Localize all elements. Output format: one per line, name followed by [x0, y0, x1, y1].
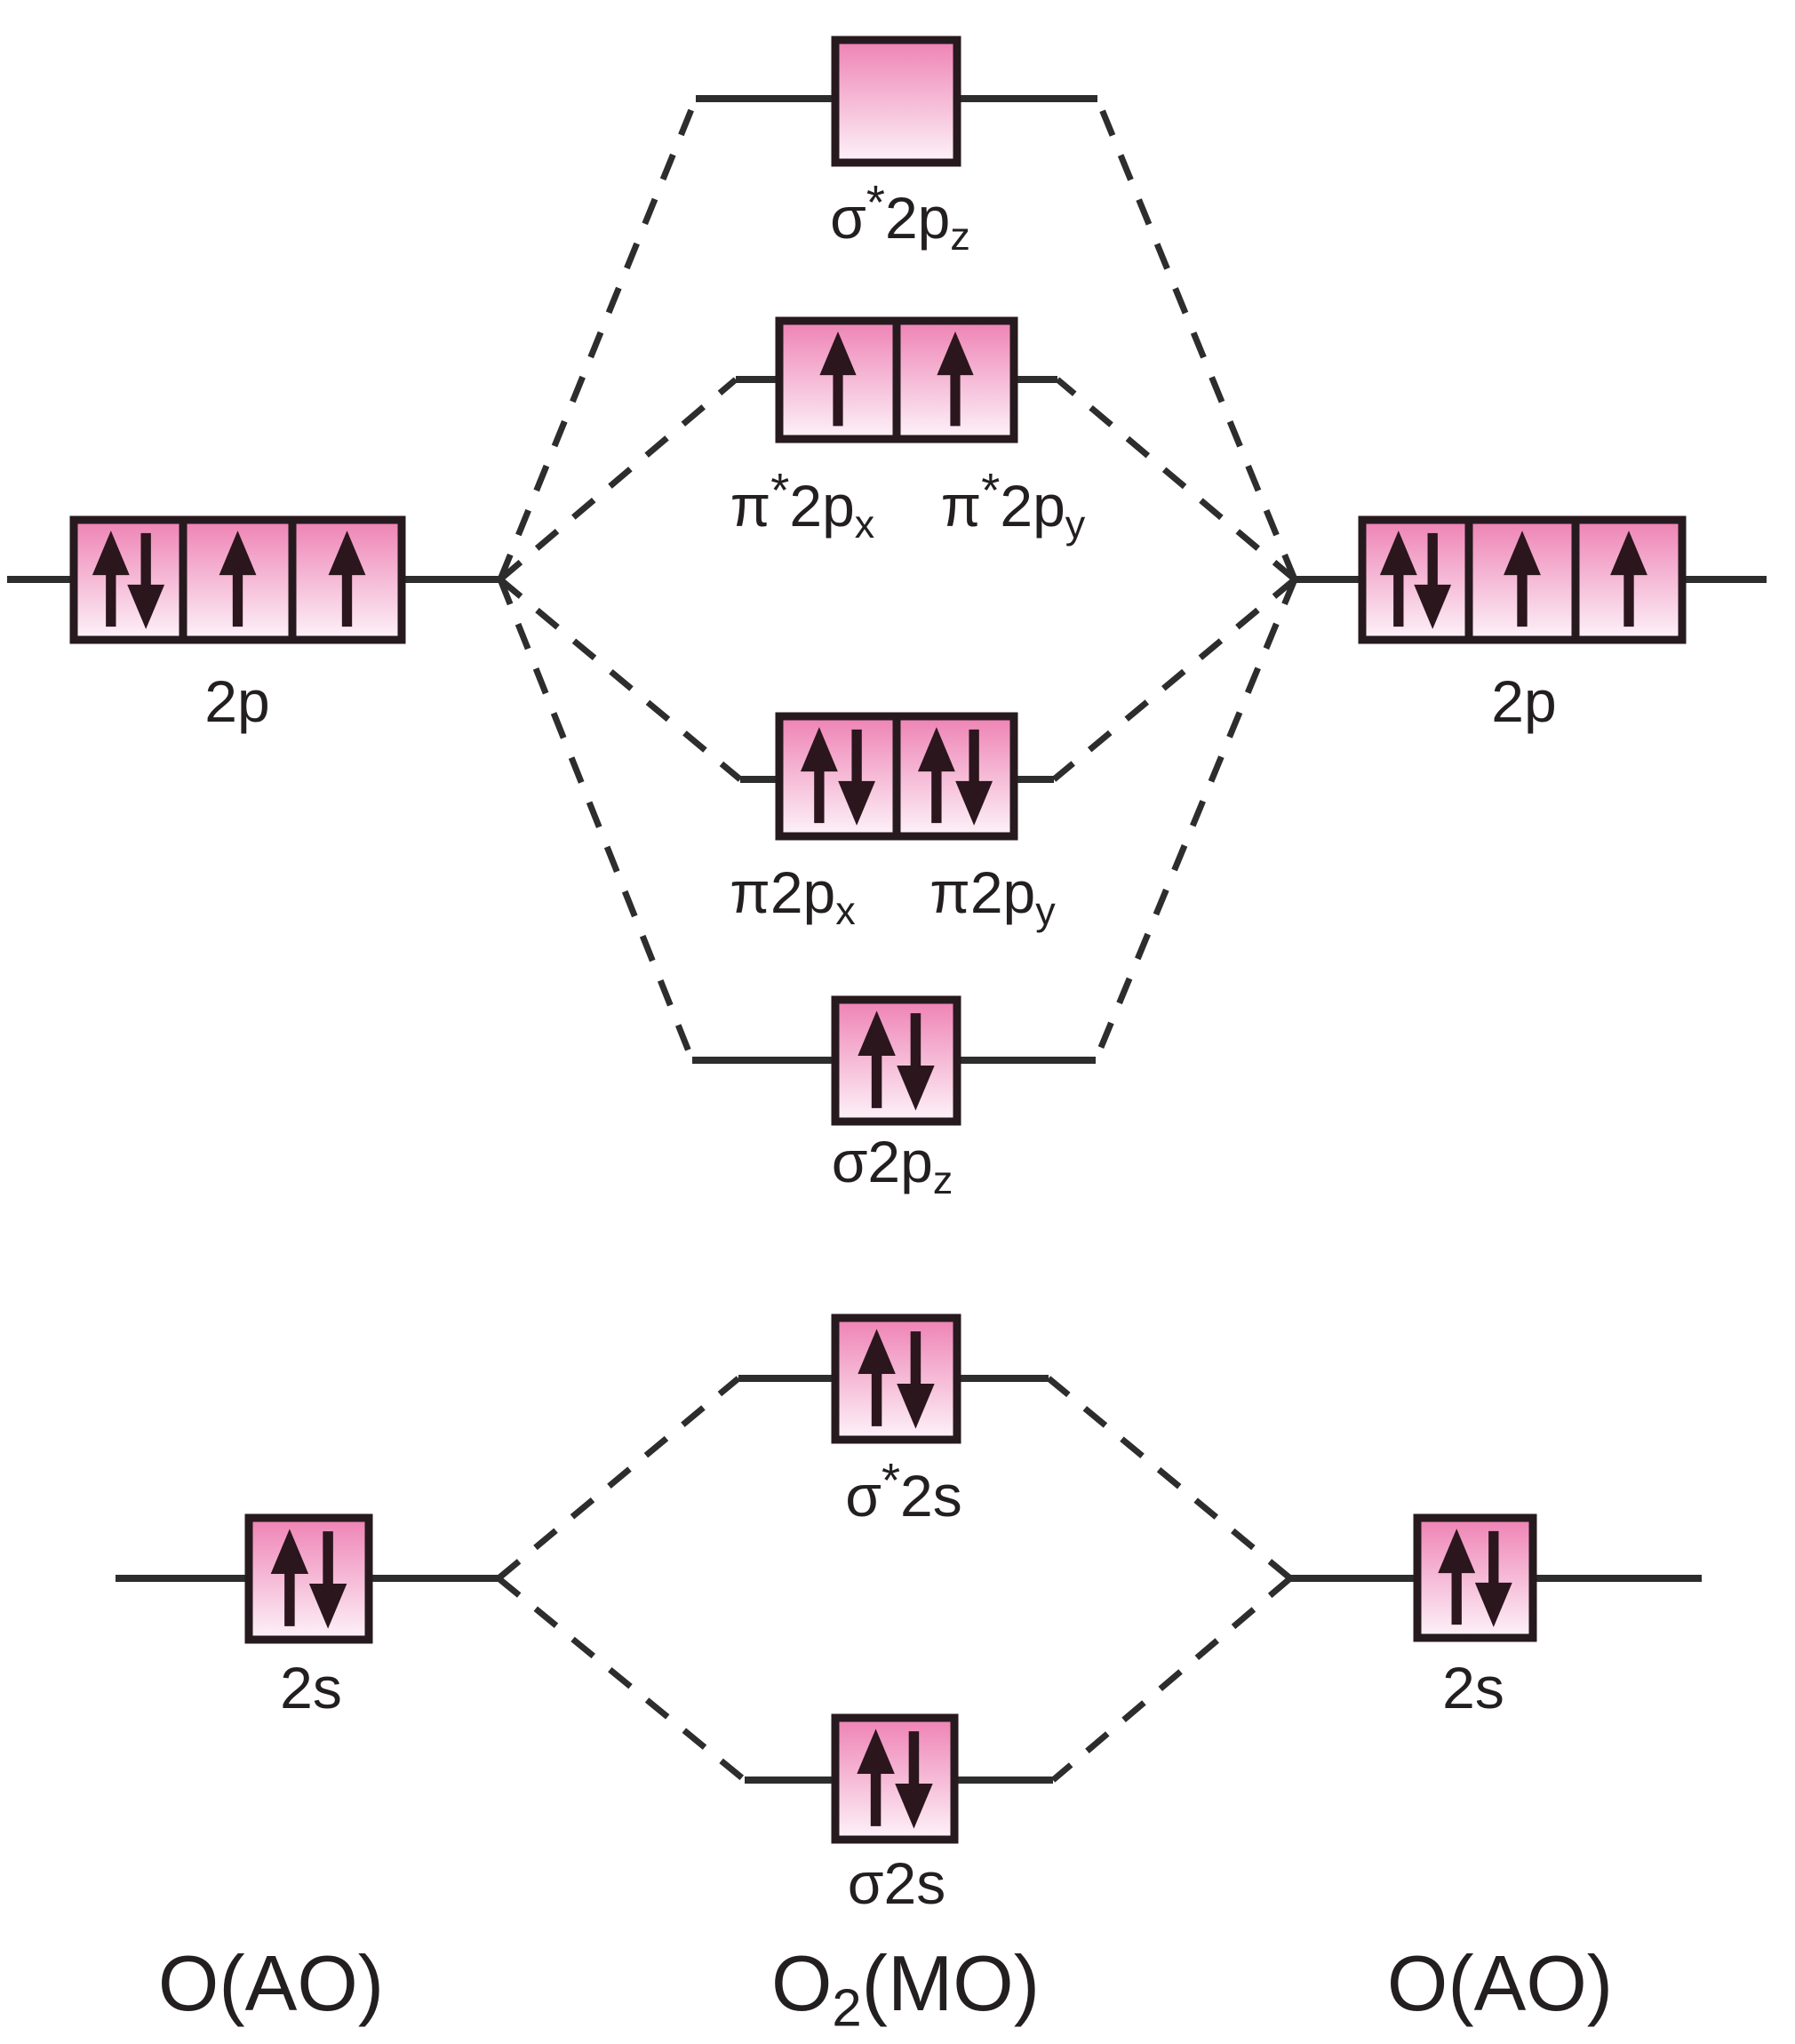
orbital-label-right-2s: 2s — [1442, 1655, 1504, 1721]
orbital-label-left-2s: 2s — [280, 1655, 342, 1721]
correlation-dashed-line-left-2s-sigma-star-2s — [496, 1376, 741, 1581]
electron-up-arrow — [857, 1729, 895, 1826]
electron-up-arrow — [800, 727, 838, 824]
correlation-dashed-line-left-2p-sigma-2pz — [497, 578, 696, 1062]
column-label-right-atom: O(AO) — [1387, 1939, 1613, 2027]
electron-down-arrow — [1414, 532, 1452, 629]
correlation-dashed-line-right-2p-sigma-star-2pz — [1094, 97, 1298, 581]
electron-up-arrow — [858, 1010, 896, 1108]
electron-up-arrow — [917, 727, 955, 824]
electron-down-arrow — [838, 729, 876, 826]
orbital-box-sigma-2pz-cell-0 — [831, 995, 961, 1126]
orbital-box-sigma-star-2s-cell-0 — [831, 1313, 961, 1444]
correlation-dashed-line-right-2s-sigma-star-2s — [1046, 1376, 1293, 1581]
orbital-label-sigma-star-2pz: σ*2pz — [830, 176, 970, 259]
orbital-label-left-2p: 2p — [204, 668, 269, 734]
electron-up-arrow — [937, 331, 974, 427]
orbital-label-pi-2p-0: π2px — [730, 859, 855, 933]
orbital-box-sigma-2s-cell-0 — [831, 1713, 959, 1844]
electron-down-arrow — [308, 1531, 347, 1629]
column-label-left-atom: O(AO) — [158, 1939, 384, 2027]
energy-level-sigma-2pz: σ2pz — [692, 995, 1096, 1202]
electron-up-arrow — [328, 531, 366, 627]
electron-up-arrow — [92, 531, 130, 627]
electron-down-arrow — [127, 532, 165, 629]
electron-up-arrow — [1610, 531, 1647, 627]
orbital-box-pi-2p-cell-1 — [892, 712, 1018, 841]
orbital-label-sigma-2s: σ2s — [848, 1850, 945, 1916]
orbital-label-sigma-2pz: σ2pz — [832, 1129, 953, 1202]
correlation-dashed-line-left-2p-pi-star-2p — [498, 377, 738, 582]
orbital-label-right-2p: 2p — [1491, 668, 1556, 734]
column-label-molecule: O2(MO) — [771, 1939, 1040, 2038]
electron-down-arrow — [895, 1731, 933, 1829]
electron-up-arrow — [219, 531, 257, 627]
energy-level-sigma-2s: σ2s — [745, 1713, 1053, 1916]
energy-level-pi-star-2p: π*2px π*2py — [730, 316, 1086, 547]
correlation-dashed-line-right-2p-pi-star-2p — [1055, 377, 1297, 582]
energy-level-sigma-star-2s: σ*2s — [738, 1313, 1049, 1529]
orbital-label-pi-star-2p-0: π*2px — [730, 464, 874, 547]
orbital-label-pi-star-2p-1: π*2py — [941, 464, 1086, 547]
energy-level-sigma-star-2pz: σ*2pz — [696, 36, 1097, 259]
correlation-dashed-line-right-2p-pi-2p — [1051, 577, 1297, 782]
correlation-dashed-line-left-2p-sigma-star-2pz — [497, 97, 699, 581]
electron-up-arrow — [1504, 531, 1541, 627]
orbital-box-left-2p-cell-0 — [69, 515, 187, 644]
correlation-dashed-line-left-2p-pi-2p — [498, 577, 743, 782]
orbital-box-sigma-star-2pz-cell-0 — [831, 36, 961, 167]
orbital-box-pi-2p-cell-0 — [775, 712, 901, 841]
orbital-box-left-2s-cell-0 — [244, 1513, 373, 1644]
orbital-label-sigma-star-2s: σ*2s — [845, 1454, 962, 1529]
electron-down-arrow — [1474, 1530, 1512, 1627]
orbital-label-pi-2p-1: π2py — [929, 859, 1056, 933]
energy-level-left-2p: 2p — [7, 515, 500, 734]
correlation-dashed-line-left-2s-sigma-2s — [496, 1576, 747, 1783]
electron-up-arrow — [1379, 531, 1417, 627]
electron-down-arrow — [897, 1331, 935, 1429]
energy-level-pi-2p: π2px π2py — [730, 712, 1056, 933]
electron-up-arrow — [858, 1329, 896, 1426]
electron-up-arrow — [819, 331, 857, 427]
electron-up-arrow — [270, 1529, 309, 1626]
electron-down-arrow — [897, 1013, 935, 1111]
energy-level-left-2s: 2s — [116, 1513, 499, 1721]
electron-up-arrow — [1438, 1529, 1476, 1625]
energy-level-right-2s: 2s — [1290, 1513, 1702, 1721]
electron-down-arrow — [955, 729, 993, 826]
energy-level-right-2p: 2p — [1295, 515, 1767, 734]
orbital-box-right-2s-cell-0 — [1413, 1513, 1537, 1642]
orbital-box-right-2p-cell-0 — [1358, 515, 1473, 644]
correlation-dashed-line-right-2s-sigma-2s — [1050, 1576, 1293, 1783]
correlation-dashed-line-right-2p-sigma-2pz — [1092, 578, 1298, 1062]
